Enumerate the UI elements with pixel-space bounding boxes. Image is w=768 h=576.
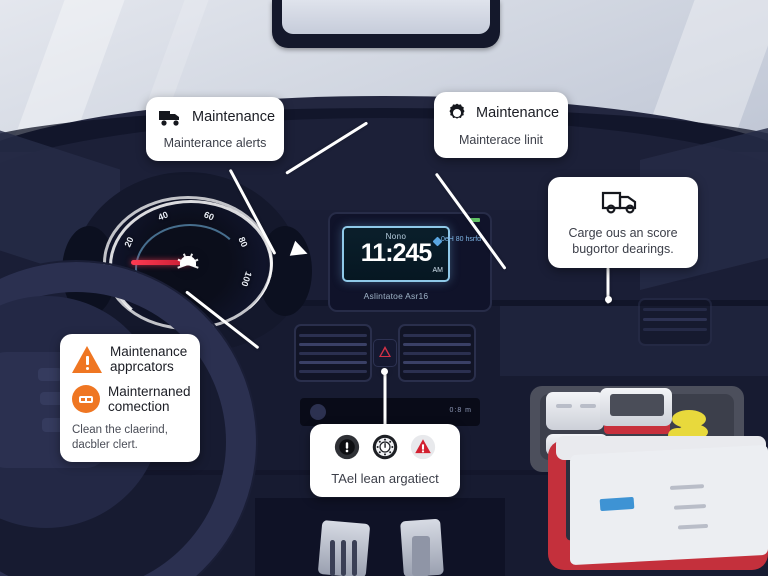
leader-dot-warnings [381,368,388,375]
infotainment-screen[interactable]: Nono 11:245 AM [342,226,450,282]
callout-title: Maintenance [192,108,276,125]
callout-maintenance-indicators[interactable]: Maintenance apprcators Mainternaned come… [60,334,200,463]
callout-line-1: Carge ous an score [568,226,678,240]
callout-warning-lights[interactable]: TAel lean argatiect [310,424,460,497]
truck-icon [159,111,179,126]
warning-triangle-icon [72,345,102,373]
callout-note-2: dacbler clert. [72,439,138,452]
callout-title-secondary: Mainternaned [108,384,191,400]
brake-warning-icon [410,434,436,460]
air-vent-left[interactable] [296,326,370,380]
air-vent-right[interactable] [400,326,474,380]
truck-outline-icon [601,191,637,214]
tool-item-1 [546,392,604,430]
rotary-knob-icon[interactable] [310,404,326,420]
callout-note-1: Clean the claerind, [72,424,168,437]
infotainment-label: Nono [385,232,407,241]
dash-facet-passenger [500,306,768,376]
clipboard-clip [599,496,635,512]
footwell [255,498,505,576]
infotainment-subtitle: Aslintatoe Asr16 [363,291,429,301]
callout-caption: TAel lean argatiect [331,471,439,486]
callout-title-primary-2: apprcators [110,359,174,375]
callout-subtitle: Mainterance alerts [163,136,267,150]
climate-display: 0:8 m [449,407,472,414]
leader-dot-cargo [605,296,612,303]
mirror-glass [282,0,490,34]
cable-coil-1 [672,410,706,428]
oil-pressure-icon [334,434,360,460]
dashboard-circle-icon [72,385,100,414]
callout-subtitle: Mainterace linit [458,133,544,147]
infotainment-side-text: 0eH 80 hsrfd [441,236,482,243]
infotainment-ampm: AM [432,267,444,274]
callout-maintenance-limit[interactable]: Maintenance Mainterace linit [434,92,568,159]
callout-title-secondary-2: comection [108,399,170,415]
rearview-mirror [272,0,500,48]
leader-line-warnings [383,373,387,430]
callout-title-primary: Maintenance [110,344,188,359]
status-led-icon [470,218,480,222]
air-vent-passenger[interactable] [640,300,710,344]
callout-line-2: bugortor dearings. [572,242,674,257]
gear-icon [449,103,465,119]
gauge-accent-arc [135,224,245,314]
steering-wheel-button-2[interactable] [40,392,66,405]
infotainment-clock: 11:245 [360,239,432,267]
hazard-button[interactable] [374,340,396,366]
infotainment-head-unit[interactable]: Nono 11:245 AM 0eH 80 hsrfd Aslintatoe A… [330,214,490,310]
steering-wheel-button-1[interactable] [38,368,62,381]
callout-cargo-score[interactable]: Carge ous an score bugortor dearings. [548,177,698,268]
speedometer-needle [131,260,191,265]
tire-pressure-icon [372,434,398,460]
callout-title: Maintenance [476,104,560,121]
callout-maintenance-alerts[interactable]: Maintenance Mainterance alerts [146,97,284,162]
climate-control-panel[interactable]: 0:8 m [300,398,480,426]
